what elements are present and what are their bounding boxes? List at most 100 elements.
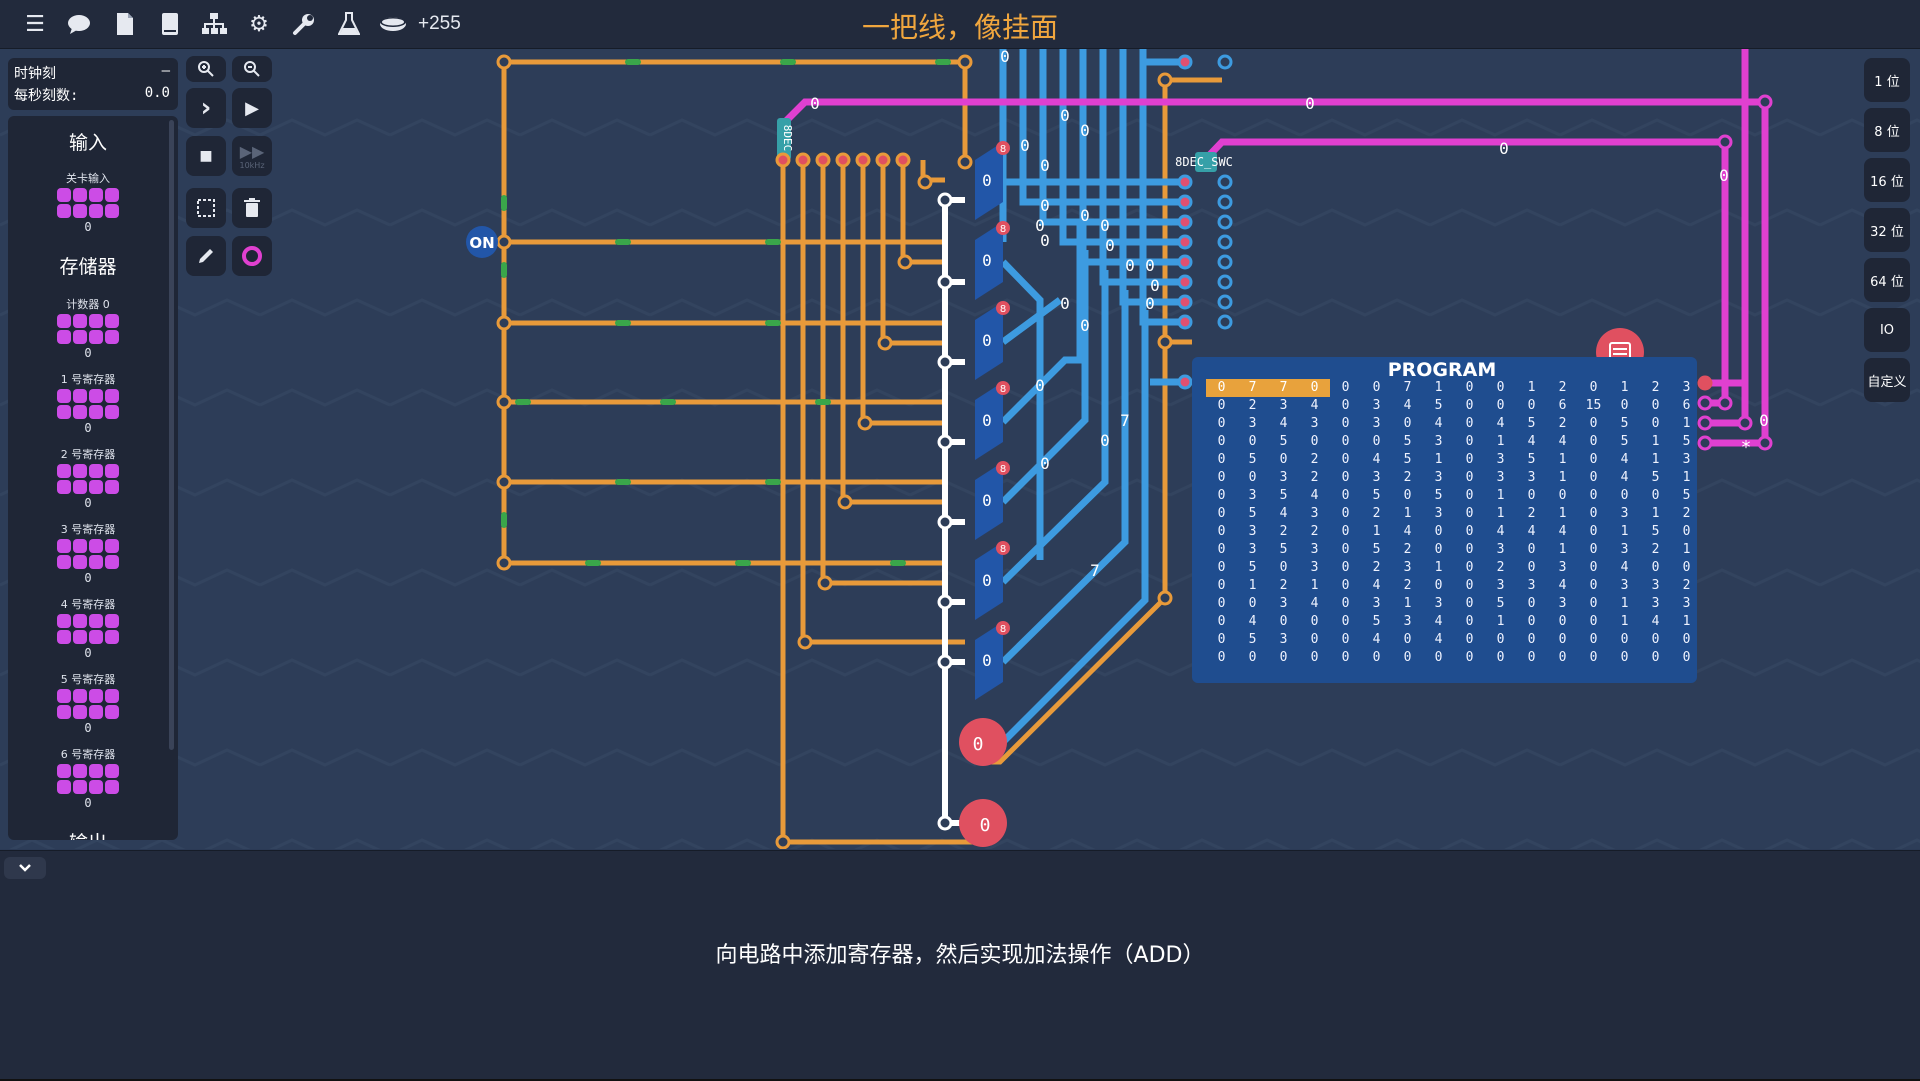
program-cell[interactable]: 0 [1465, 488, 1474, 503]
program-cell[interactable]: 0 [1651, 488, 1660, 503]
program-cell[interactable]: 0 [1279, 614, 1288, 629]
program-cell[interactable]: 0 [1465, 542, 1474, 557]
program-cell[interactable]: 1 [1372, 524, 1381, 539]
program-cell[interactable]: 0 [1558, 650, 1567, 665]
program-cell[interactable]: 0 [1217, 398, 1226, 413]
program-cell[interactable]: 5 [1434, 398, 1443, 413]
program-cell[interactable]: 4 [1434, 632, 1443, 647]
program-cell[interactable]: 0 [1248, 470, 1257, 485]
program-cell[interactable]: 0 [1589, 434, 1598, 449]
program-cell[interactable]: 0 [1465, 578, 1474, 593]
program-cell[interactable]: 0 [1465, 506, 1474, 521]
program-cell[interactable]: 1 [1620, 614, 1629, 629]
chat-icon[interactable] [64, 10, 94, 38]
program-cell[interactable]: 0 [1341, 542, 1350, 557]
program-cell[interactable]: 0 [1279, 452, 1288, 467]
level-input-component[interactable]: 关卡输入 0 [8, 170, 168, 234]
program-cell[interactable]: 0 [1403, 650, 1412, 665]
program-cell[interactable]: 0 [1279, 650, 1288, 665]
program-cell[interactable]: 0 [1341, 506, 1350, 521]
program-cell[interactable]: 0 [1217, 614, 1226, 629]
program-cell[interactable]: 0 [1589, 506, 1598, 521]
program-cell[interactable]: 0 [1434, 524, 1443, 539]
program-cell[interactable]: 0 [1341, 560, 1350, 575]
program-cell[interactable]: 0 [1434, 578, 1443, 593]
program-cell[interactable]: 2 [1403, 542, 1412, 557]
program-cell[interactable]: 0 [1527, 632, 1536, 647]
program-cell[interactable]: 0 [1496, 650, 1505, 665]
program-cell[interactable]: 0 [1217, 452, 1226, 467]
program-cell[interactable]: 1 [1496, 434, 1505, 449]
program-cell[interactable]: 0 [1527, 560, 1536, 575]
program-cell[interactable]: 4 [1310, 398, 1319, 413]
zoom-out-button[interactable] [232, 56, 272, 82]
program-cell[interactable]: 2 [1682, 506, 1691, 521]
select-button[interactable] [186, 188, 226, 228]
program-cell[interactable]: 4 [1279, 506, 1288, 521]
program-cell[interactable]: 0 [1341, 434, 1350, 449]
program-cell[interactable]: 0 [1341, 416, 1350, 431]
program-cell[interactable]: 0 [1465, 524, 1474, 539]
program-cell[interactable]: 1 [1682, 470, 1691, 485]
program-cell[interactable]: 3 [1682, 452, 1691, 467]
program-cell[interactable]: 3 [1620, 578, 1629, 593]
program-cell[interactable]: 0 [1217, 524, 1226, 539]
program-cell[interactable]: 0 [1465, 452, 1474, 467]
program-cell[interactable]: 0 [1589, 470, 1598, 485]
program-cell[interactable]: 1 [1496, 614, 1505, 629]
program-cell[interactable]: 0 [1589, 542, 1598, 557]
program-cell[interactable]: 5 [1527, 452, 1536, 467]
hierarchy-icon[interactable] [199, 10, 229, 38]
program-cell[interactable]: 3 [1372, 470, 1381, 485]
program-cell[interactable]: 1 [1403, 506, 1412, 521]
program-cell[interactable]: 0 [1310, 650, 1319, 665]
program-cell[interactable]: 2 [1279, 578, 1288, 593]
program-cell[interactable]: 1 [1496, 488, 1505, 503]
program-cell[interactable]: 1 [1651, 434, 1660, 449]
program-cell[interactable]: 7 [1237, 379, 1268, 397]
program-cell[interactable]: 5 [1372, 488, 1381, 503]
program-cell[interactable]: 6 [1558, 398, 1567, 413]
program-cell[interactable]: 0 [1341, 614, 1350, 629]
program-cell[interactable]: 2 [1558, 416, 1567, 431]
program-cell[interactable]: 1 [1496, 506, 1505, 521]
program-cell[interactable]: 0 [1620, 398, 1629, 413]
bit-button[interactable]: 1 位 [1864, 58, 1910, 102]
program-cell[interactable]: 5 [1372, 542, 1381, 557]
program-cell[interactable]: 0 [1651, 416, 1660, 431]
program-cell[interactable]: 7 [1403, 380, 1412, 395]
program-cell[interactable]: 0 [1496, 398, 1505, 413]
program-cell[interactable]: 0 [1372, 434, 1381, 449]
program-cell[interactable]: 2 [1372, 560, 1381, 575]
program-cell[interactable]: 0 [1341, 650, 1350, 665]
program-cell[interactable]: 0 [1217, 470, 1226, 485]
program-cell[interactable]: 0 [1589, 632, 1598, 647]
program-cell[interactable]: 0 [1279, 560, 1288, 575]
program-cell[interactable]: 0 [1465, 650, 1474, 665]
program-cell[interactable]: 0 [1465, 632, 1474, 647]
program-cell[interactable]: 0 [1496, 380, 1505, 395]
program-cell[interactable]: 5 [1682, 488, 1691, 503]
program-cell[interactable]: 3 [1620, 506, 1629, 521]
counter-component[interactable]: 计数器 0 0 [8, 296, 168, 360]
program-cell[interactable]: 15 [1585, 398, 1602, 413]
program-cell[interactable]: 0 [1682, 524, 1691, 539]
program-cell[interactable]: 3 [1310, 416, 1319, 431]
program-cell[interactable]: 6 [1682, 398, 1691, 413]
program-cell[interactable]: 1 [1434, 380, 1443, 395]
program-cell[interactable]: 3 [1248, 416, 1257, 431]
program-cell[interactable]: 0 [1651, 650, 1660, 665]
program-cell[interactable]: 3 [1310, 542, 1319, 557]
program-cell[interactable]: 4 [1620, 470, 1629, 485]
program-cell[interactable]: 5 [1248, 452, 1257, 467]
program-cell[interactable]: 0 [1299, 379, 1330, 397]
program-cell[interactable]: 3 [1527, 578, 1536, 593]
program-cell[interactable]: 0 [1527, 614, 1536, 629]
program-cell[interactable]: 0 [1341, 524, 1350, 539]
bit-button[interactable]: 64 位 [1864, 258, 1910, 302]
program-cell[interactable]: 0 [1651, 398, 1660, 413]
program-cell[interactable]: 0 [1620, 650, 1629, 665]
program-cell[interactable]: 4 [1279, 416, 1288, 431]
